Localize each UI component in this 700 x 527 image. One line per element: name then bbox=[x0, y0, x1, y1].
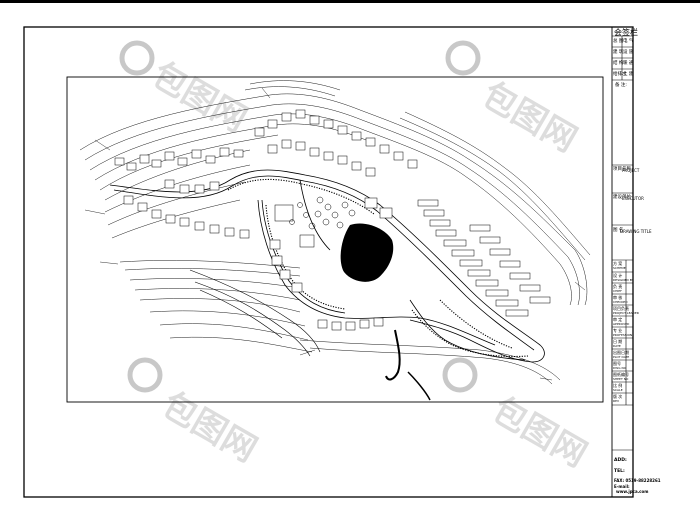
outflow-creek bbox=[385, 329, 401, 381]
sign-row-right: 暖 通 bbox=[623, 61, 634, 66]
sign-block-header: 会签栏 bbox=[614, 28, 638, 37]
field-label: 出图日期 bbox=[613, 350, 629, 355]
sign-row-left: 结 构 bbox=[613, 61, 624, 66]
tree-symbols bbox=[289, 196, 356, 230]
contact-tel-label: TEL: bbox=[614, 469, 625, 474]
watermark-logos bbox=[119, 40, 481, 393]
sign-row-left: 总 图 bbox=[613, 39, 624, 44]
sign-row-right: 电 气 bbox=[623, 39, 634, 44]
annotation-leaders bbox=[84, 87, 586, 381]
field-label-en: SHEET NO bbox=[613, 377, 629, 381]
client-label: 建设单位 bbox=[613, 195, 631, 200]
field-label: 审 核 bbox=[613, 295, 623, 300]
road-network bbox=[109, 169, 545, 363]
terrain-contours bbox=[79, 80, 591, 385]
field-label: 日 期 bbox=[613, 339, 623, 344]
field-label: 版 次 bbox=[613, 394, 623, 399]
field-label: 专 业 bbox=[613, 328, 623, 333]
field-label: 设 计 bbox=[613, 273, 623, 278]
contact-email-label: E-mail: bbox=[614, 484, 630, 489]
contact-web: www.jpca.com bbox=[616, 489, 649, 494]
field-label: 审 定 bbox=[613, 317, 623, 322]
project-label-en: PROJECT bbox=[622, 167, 640, 173]
field-label: 图号 bbox=[613, 361, 621, 366]
project-label: 项目名称 bbox=[613, 167, 631, 172]
field-label-en: PLOT DATE bbox=[613, 355, 630, 359]
sign-row-left: 给排水 bbox=[613, 72, 627, 77]
drawing-title-label-en: DRAWING TITLE bbox=[620, 228, 652, 234]
sign-row-right: 设 施 bbox=[623, 50, 634, 55]
field-label-en: DESIGNED BY bbox=[613, 278, 634, 282]
field-label-en: PROJECT LEADER bbox=[613, 311, 639, 315]
drawing-title-label: 图 名 bbox=[613, 228, 624, 233]
field-label-en: CHIEF bbox=[613, 289, 622, 293]
field-label-en: PROFESSION bbox=[613, 333, 633, 337]
lower-creek bbox=[407, 371, 431, 401]
creek-band bbox=[189, 269, 321, 357]
client-label-en: EXECUTOR bbox=[622, 195, 644, 201]
field-label-en: APPROVED bbox=[613, 322, 630, 326]
contact-fax: FAX: 0519-88228261 bbox=[614, 478, 661, 483]
field-label-en: DATE bbox=[613, 344, 621, 348]
field-label: 方 案 bbox=[613, 261, 623, 266]
road-tree-rows bbox=[227, 178, 529, 357]
field-label: 比 例 bbox=[613, 383, 623, 388]
field-label-en: SCHEME bbox=[613, 266, 626, 270]
building-footprints bbox=[114, 109, 551, 331]
field-label: 项目负责 bbox=[613, 306, 629, 311]
top-border-strip bbox=[0, 0, 700, 3]
field-label: 图纸编号 bbox=[613, 372, 629, 377]
central-lake-feature bbox=[340, 223, 394, 282]
remark-label: 备 注: bbox=[615, 83, 627, 88]
field-label-en: DWG NO bbox=[613, 366, 627, 370]
sign-row-right: 土 建 bbox=[623, 72, 634, 77]
sheet-outer-border bbox=[23, 26, 634, 498]
drawing-inner-frame bbox=[66, 76, 604, 403]
sign-row-left: 建 筑 bbox=[613, 50, 624, 55]
contact-add-label: ADD: bbox=[614, 458, 627, 463]
field-label-en: SCALE bbox=[613, 388, 623, 392]
field-label-en: CHECKED bbox=[613, 300, 628, 304]
title-block-rules bbox=[612, 35, 633, 451]
field-label-en: REV bbox=[613, 399, 620, 403]
field-label: 负 责 bbox=[613, 284, 623, 289]
